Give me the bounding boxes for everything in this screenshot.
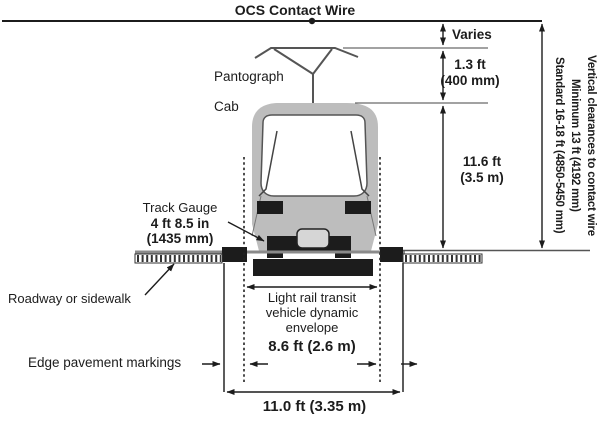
roadway-pointer [144, 263, 175, 296]
envelope-line1: Light rail transit [267, 290, 357, 305]
wiper-left [258, 130, 278, 197]
edge-markings-label: Edge pavement markings [28, 355, 182, 370]
edge-pavement-lines [223, 263, 404, 392]
cab-label: Cab [214, 99, 239, 114]
pantograph-height-imperial: 1.3 ft [454, 57, 486, 72]
pantograph-label: Pantograph [214, 69, 284, 84]
envelope-line2: vehicle dynamic [265, 304, 359, 320]
windshield [260, 114, 368, 197]
ocs-title: OCS Contact Wire [234, 2, 356, 18]
roadway-label: Roadway or sidewalk [8, 291, 131, 306]
contact-wire-line [2, 17, 542, 25]
track-gauge-name: Track Gauge [142, 200, 218, 215]
headlight-right [345, 201, 371, 214]
dimension-arrows [226, 23, 545, 395]
pantograph-height-metric: (400 mm) [440, 72, 500, 88]
vehicle-height-label: 11.6 ft (3.5 m) [442, 154, 522, 185]
track-drawing [134, 247, 590, 276]
headlight-left [257, 201, 283, 214]
pantograph-drawing [254, 47, 359, 104]
vehicle-height-imperial: 11.6 ft [462, 154, 502, 169]
varies-label: Varies [452, 27, 492, 42]
track-gauge-pointer [227, 221, 265, 242]
clearance-note-line3: Standard 16-18 ft (4850-5450 mm) [553, 56, 565, 234]
track-gauge-metric: (1435 mm) [146, 231, 214, 247]
vehicle-drawing [251, 103, 378, 258]
undercarriage [253, 259, 373, 276]
clearance-note-line2: Minimum 13 ft (4192 mm) [569, 78, 581, 212]
contact-wire-dot [308, 17, 316, 25]
dynamic-envelope-lines [243, 157, 381, 382]
pantograph-height-label: 1.3 ft (400 mm) [430, 57, 510, 88]
envelope-line3: envelope [285, 319, 339, 335]
pointer-arrows [144, 221, 418, 367]
track-bed-width-label: 11.0 ft (3.35 m) [262, 398, 367, 415]
track-gauge-imperial: 4 ft 8.5 in [150, 215, 210, 231]
envelope-width-value: 8.6 ft (2.6 m) [268, 337, 356, 355]
vehicle-height-metric: (3.5 m) [460, 169, 504, 185]
coupler-cover [296, 228, 330, 249]
clearance-note: Vertical clearances to contact wire Mini… [551, 20, 599, 272]
rail-right [380, 247, 403, 262]
wiper-right [350, 130, 370, 197]
clearance-note-line1: Vertical clearances to contact wire [585, 54, 597, 236]
track-gauge-label: Track Gauge 4 ft 8.5 in (1435 mm) [118, 200, 242, 247]
reference-lines [343, 47, 488, 104]
rail-left [222, 247, 247, 262]
envelope-label: Light rail transit vehicle dynamic envel… [237, 290, 387, 355]
